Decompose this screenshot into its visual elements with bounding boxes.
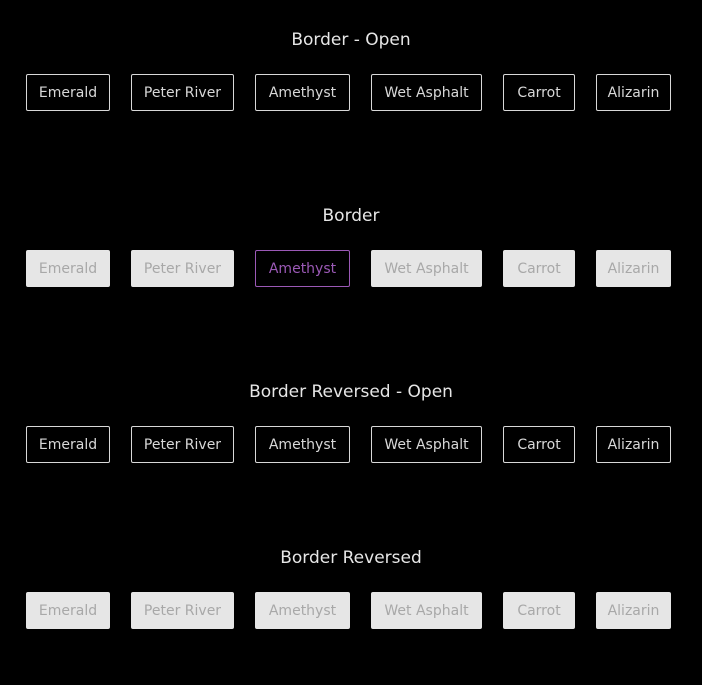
border-open-carrot-button[interactable]: Carrot bbox=[503, 74, 575, 111]
border-reversed-open-alizarin-button[interactable]: Alizarin bbox=[596, 426, 671, 463]
border-wet-asphalt-button[interactable]: Wet Asphalt bbox=[371, 250, 482, 287]
border-open-alizarin-button[interactable]: Alizarin bbox=[596, 74, 671, 111]
border-reversed-emerald-button[interactable]: Emerald bbox=[26, 592, 110, 629]
border-reversed-peter-river-button[interactable]: Peter River bbox=[131, 592, 234, 629]
border-open-emerald-button[interactable]: Emerald bbox=[26, 74, 110, 111]
border-peter-river-button[interactable]: Peter River bbox=[131, 250, 234, 287]
border-reversed-wet-asphalt-button[interactable]: Wet Asphalt bbox=[371, 592, 482, 629]
border-amethyst-button[interactable]: Amethyst bbox=[255, 250, 350, 287]
border-alizarin-button[interactable]: Alizarin bbox=[596, 250, 671, 287]
section-title-border: Border bbox=[322, 206, 380, 226]
section-title-border-reversed: Border Reversed bbox=[280, 548, 422, 568]
border-reversed-open-emerald-button[interactable]: Emerald bbox=[26, 426, 110, 463]
border-reversed-alizarin-button[interactable]: Alizarin bbox=[596, 592, 671, 629]
border-reversed-open-amethyst-button[interactable]: Amethyst bbox=[255, 426, 350, 463]
border-reversed-open-peter-river-button[interactable]: Peter River bbox=[131, 426, 234, 463]
border-reversed-open-carrot-button[interactable]: Carrot bbox=[503, 426, 575, 463]
border-reversed-amethyst-button[interactable]: Amethyst bbox=[255, 592, 350, 629]
border-reversed-carrot-button[interactable]: Carrot bbox=[503, 592, 575, 629]
section-title-border-open: Border - Open bbox=[291, 30, 411, 50]
border-open-amethyst-button[interactable]: Amethyst bbox=[255, 74, 350, 111]
section-title-border-reversed-open: Border Reversed - Open bbox=[249, 382, 453, 402]
border-open-peter-river-button[interactable]: Peter River bbox=[131, 74, 234, 111]
border-open-wet-asphalt-button[interactable]: Wet Asphalt bbox=[371, 74, 482, 111]
border-emerald-button[interactable]: Emerald bbox=[26, 250, 110, 287]
border-carrot-button[interactable]: Carrot bbox=[503, 250, 575, 287]
border-reversed-open-wet-asphalt-button[interactable]: Wet Asphalt bbox=[371, 426, 482, 463]
